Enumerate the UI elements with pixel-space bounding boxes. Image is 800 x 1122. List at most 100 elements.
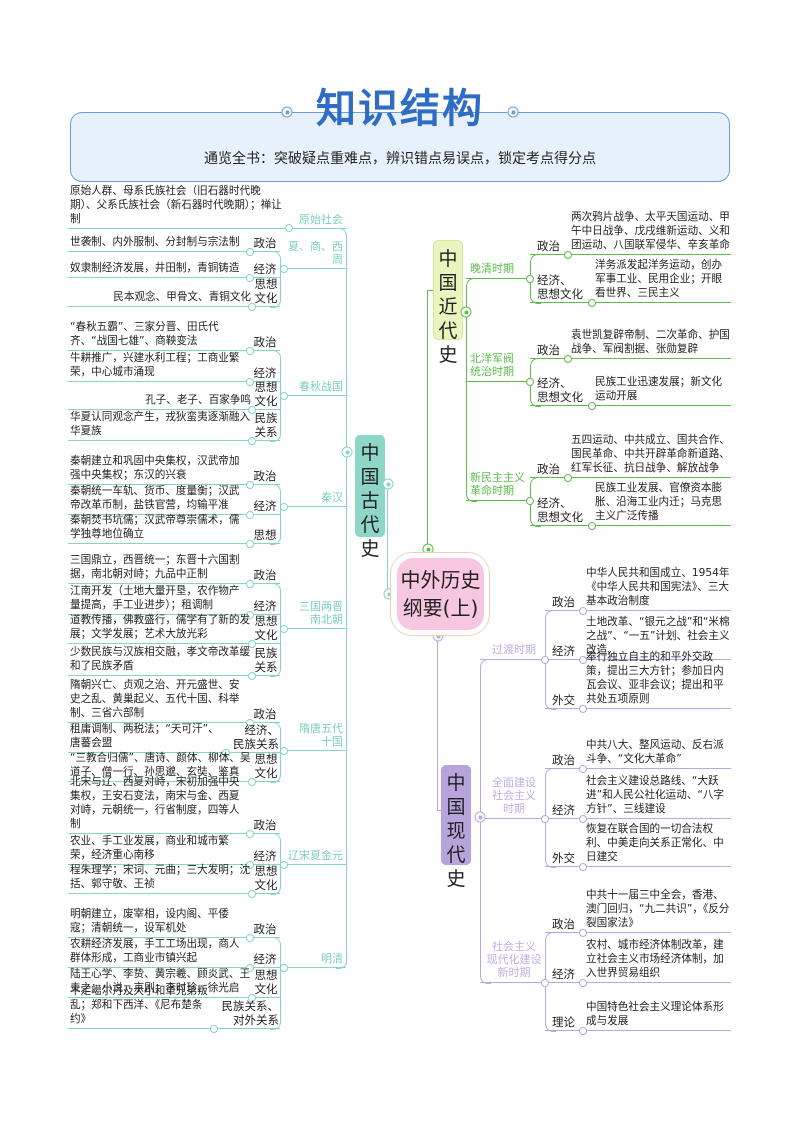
entry-line <box>68 277 280 278</box>
entry-category: 经济 <box>253 499 277 513</box>
entry-category: 经济 <box>552 803 575 817</box>
period-label: 过渡时期 <box>492 643 536 656</box>
node-icon <box>526 378 534 386</box>
node-icon <box>248 640 256 648</box>
banner-node-icon <box>507 106 519 118</box>
entry-category: 政治 <box>552 595 575 609</box>
entry-category: 思想文化 <box>254 380 278 408</box>
entry-line <box>545 610 731 611</box>
period-label: 春秋战国 <box>299 380 343 393</box>
entry-line <box>68 997 280 998</box>
entry-line <box>68 1028 280 1029</box>
bracket-line <box>270 937 281 1030</box>
entry-category: 理论 <box>552 1015 575 1029</box>
node-icon <box>526 497 534 505</box>
period-label: 夏、商、西周 <box>288 240 343 266</box>
entry-line <box>68 484 280 485</box>
entry-text: 江南开发（土地大量开垦，农作物产量提高，手工业进步）；租调制 <box>70 585 240 611</box>
node-icon <box>222 749 230 757</box>
entry-line <box>545 932 731 933</box>
node-icon <box>246 719 254 727</box>
entry-text: 农业、手工业发展，商业和城市繁荣，经济重心南移 <box>70 835 229 861</box>
entry-category: 政治 <box>253 335 277 349</box>
node-icon <box>246 378 254 386</box>
node-icon <box>564 251 572 259</box>
node-icon <box>248 406 256 414</box>
node-icon <box>280 503 288 511</box>
entry-category: 政治 <box>253 818 277 832</box>
period-connector <box>281 967 346 968</box>
node-icon <box>280 747 288 755</box>
entry-line <box>68 722 280 723</box>
entry-line <box>530 358 731 359</box>
period-connector <box>281 750 346 751</box>
node-icon <box>579 929 587 937</box>
banner-node-icon <box>281 106 293 118</box>
node-icon <box>246 540 254 548</box>
connector-line <box>427 290 433 291</box>
entry-category: 外交 <box>552 851 575 865</box>
period-label: 社会主义 现代化建设 新时期 <box>486 940 542 979</box>
node-icon <box>246 580 254 588</box>
entry-text: 两次鸦片战争、太平天国运动、甲午中日战争、戊戌维新运动、义和团运动、八国联军侵华… <box>571 211 730 251</box>
entry-category: 经济、 思想文化 <box>537 273 583 301</box>
trunk-line <box>336 228 347 969</box>
entry-category: 经济 <box>253 599 277 613</box>
entry-category: 思想文化 <box>254 968 278 996</box>
modern-history-box: 中国近代史 <box>433 240 463 366</box>
node-icon <box>579 863 587 871</box>
node-icon <box>246 934 254 942</box>
period-connector <box>281 864 346 865</box>
period-connector <box>281 268 346 269</box>
node-icon <box>579 705 587 713</box>
node-icon <box>280 625 288 633</box>
node-icon <box>460 306 472 318</box>
node-icon <box>280 265 288 273</box>
period-label: 三国两晋 南北朝 <box>299 600 343 626</box>
entry-text: 道教传播，佛教盛行，儒学有了新的发展；文学发展；艺术大放光彩 <box>70 614 251 640</box>
node-icon <box>541 656 549 664</box>
node-icon <box>246 861 254 869</box>
node-icon <box>246 248 254 256</box>
bracket-line <box>270 484 281 545</box>
entry-category: 民族关系、 对外关系 <box>221 999 280 1027</box>
entry-category: 政治 <box>552 917 575 931</box>
entry-category: 政治 <box>537 343 560 357</box>
node-icon <box>541 979 549 987</box>
node-icon <box>248 672 256 680</box>
period-label: 全面建设 社会主义 时期 <box>492 776 536 815</box>
entry-text: 北宋与辽、西夏对峙，宋初加强中央集权，王安石变法，南宋与金、西夏对峙，元朝统一，… <box>70 776 240 830</box>
entry-text: 中共八大、整风运动、反右派斗争、“文化大革命” <box>586 739 724 765</box>
entry-line <box>68 409 280 410</box>
period-label: 隋唐五代 十国 <box>299 722 343 748</box>
period-label: 明清 <box>321 952 343 965</box>
entry-line <box>545 818 731 819</box>
entry-category: 经济 <box>552 644 575 658</box>
entry-text: “春秋五霸”、三家分晋、田氏代齐、“战国七雄”、商鞅变法 <box>70 321 219 347</box>
connector-line <box>437 636 438 810</box>
connector-line <box>427 290 428 548</box>
entry-line <box>68 675 280 676</box>
node-icon <box>588 522 596 530</box>
trunk-line <box>466 278 477 502</box>
entry-line <box>545 866 731 867</box>
node-icon <box>210 1025 218 1033</box>
node-icon <box>579 1027 587 1035</box>
entry-line <box>530 405 731 406</box>
entry-line <box>68 440 280 441</box>
entry-text: 陆王心学、李贽、黄宗羲、顾炎武、王夫之；小说、京剧；李时珍、徐光启 <box>70 968 251 994</box>
entry-line <box>68 967 280 968</box>
node-icon <box>541 815 549 823</box>
entry-text: 农村、城市经济体制改革，建立社会主义市场经济体制，加入世界贸易组织 <box>586 939 724 979</box>
entry-text: 民族工业发展、官僚资本膨胀、沿海工业内迁；马克思主义广泛传播 <box>595 482 723 522</box>
entry-category: 政治 <box>253 236 277 250</box>
entry-category: 政治 <box>253 568 277 582</box>
header-banner <box>70 112 730 182</box>
entry-category: 政治 <box>552 753 575 767</box>
entry-text: 民族工业迅速发展；新文化运动开展 <box>595 376 723 402</box>
entry-category: 经济、 思想文化 <box>537 496 583 524</box>
entry-category: 外交 <box>552 693 575 707</box>
node-icon <box>579 815 587 823</box>
entry-text: 明朝建立，废宰相，设内阁、平倭寇；清朝统一，设军机处 <box>70 908 229 934</box>
entry-category: 思想文化 <box>254 614 278 642</box>
